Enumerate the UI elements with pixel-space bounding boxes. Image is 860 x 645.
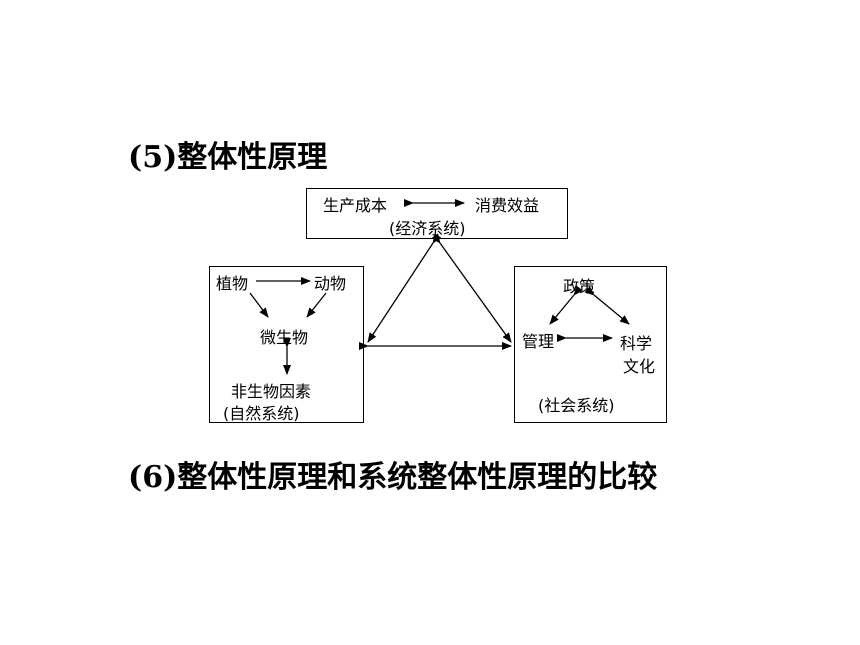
arrow-policy-management [549,285,583,325]
arrow-animals-microbes [306,292,327,318]
social-system-label: (社会系统) [538,396,615,415]
section-heading-6: (6)整体性原理和系统整体性原理的比较 [128,460,658,495]
plants-label: 植物 [216,274,249,293]
arrow-plants-microbes [249,292,269,318]
arrow-econ-social [431,233,512,343]
animals-label: 动物 [314,274,347,293]
production-cost-label: 生产成本 [323,196,388,215]
natural-system-label: (自然系统) [223,404,300,423]
management-label: 管理 [522,332,555,351]
section-heading-5: (5)整体性原理 [128,140,328,175]
culture-label: 文化 [623,357,656,376]
arrow-econ-nature [367,233,442,343]
policy-label: 政策 [563,277,596,296]
arrow-policy-science [584,286,630,325]
economic-system-label: (经济系统) [389,219,466,238]
consumption-benefit-label: 消费效益 [475,196,540,215]
science-label: 科学 [620,334,653,353]
economic-system-box [306,188,568,239]
microbes-label: 微生物 [260,328,309,347]
abiotic-factors-label: 非生物因素 [231,382,312,401]
